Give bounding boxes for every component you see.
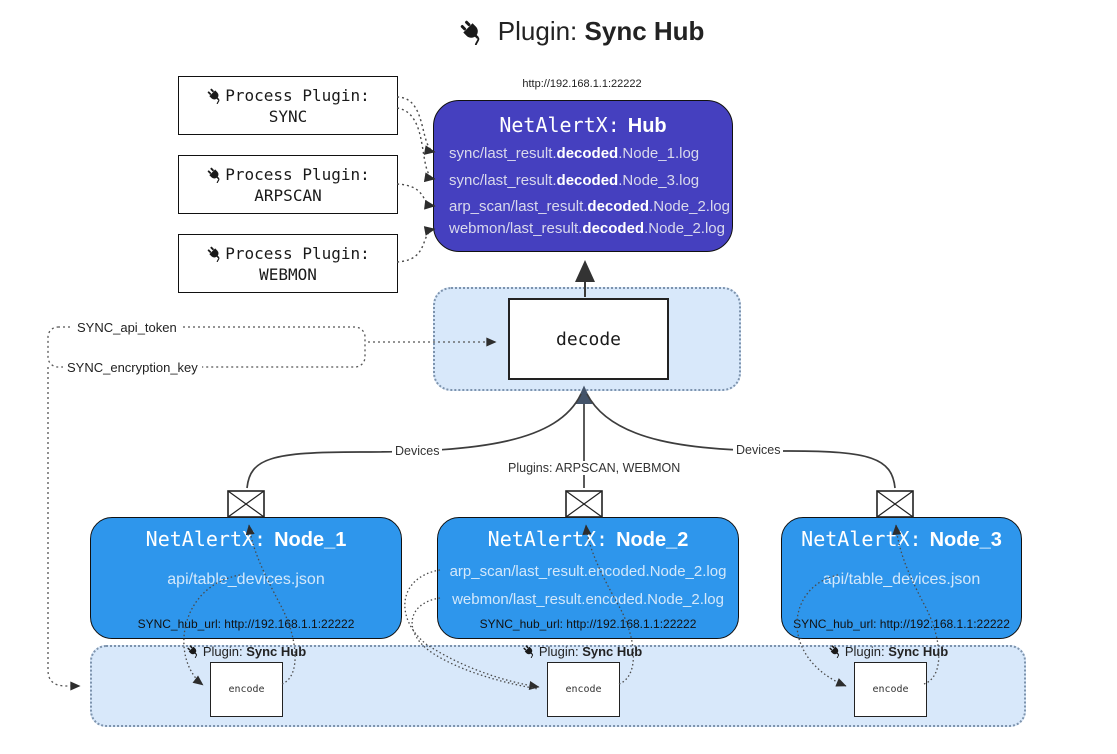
node-hub-url: SYNC_hub_url: http://192.168.1.1:22222: [793, 617, 1010, 631]
hub-log-line: sync/last_result.decoded.Node_3.log: [449, 172, 700, 189]
plug-icon: [460, 20, 479, 46]
encode-box: encode: [210, 662, 283, 717]
process-plugin-name: ARPSCAN: [254, 185, 322, 205]
node-hub-url: SYNC_hub_url: http://192.168.1.1:22222: [137, 617, 355, 631]
hub-log-line: arp_scan/last_result.decoded.Node_2.log: [449, 198, 730, 215]
plug-icon: [829, 645, 839, 659]
encode-plugin-label: Plugin: Sync Hub: [808, 644, 968, 659]
node-file-line: api/table_devices.json: [167, 571, 325, 588]
process-plugin-label: Process Plugin:: [225, 243, 370, 263]
encode-box: encode: [854, 662, 927, 717]
node-hub-url: SYNC_hub_url: http://192.168.1.1:22222: [479, 617, 697, 631]
plug-icon: [523, 645, 533, 659]
plug-icon: [207, 246, 220, 262]
node-2: NetAlertX:Node_2 arp_scan/last_result.en…: [437, 517, 739, 639]
process-plugin-sync: Process Plugin: SYNC: [178, 76, 398, 135]
node-title: NetAlertX:Node_3: [801, 527, 1002, 551]
node-1: NetAlertX:Node_1 api/table_devices.json …: [90, 517, 402, 639]
title-name: Sync Hub: [584, 16, 705, 46]
envelope-icon: [227, 490, 265, 518]
hub-title: NetAlertX: Hub: [434, 113, 732, 138]
decode-box: decode: [508, 298, 669, 380]
sync-encryption-key-label: SYNC_encryption_key: [63, 359, 202, 376]
process-plugin-name: SYNC: [268, 106, 308, 126]
page-title: Plugin: Sync Hub: [331, 16, 831, 47]
encode-box: encode: [547, 662, 620, 717]
edge-label-devices-left: Devices: [392, 444, 443, 458]
hub-title-prefix: NetAlertX:: [499, 113, 620, 137]
node-file-line: arp_scan/last_result.encoded.Node_2.log: [449, 563, 727, 580]
hub-title-name: Hub: [627, 115, 667, 137]
plug-icon: [207, 88, 220, 104]
hub-log-line: webmon/last_result.decoded.Node_2.log: [449, 220, 725, 237]
process-plugin-label: Process Plugin:: [225, 164, 370, 184]
plug-icon: [207, 167, 220, 183]
process-plugin-label: Process Plugin:: [225, 85, 370, 105]
encode-plugin-label: Plugin: Sync Hub: [166, 644, 326, 659]
node-title: NetAlertX:Node_2: [487, 527, 689, 551]
node-title: NetAlertX:Node_1: [145, 527, 347, 551]
envelope-icon: [565, 490, 603, 518]
process-plugin-name: WEBMON: [259, 264, 317, 284]
edge-label-plugins-center: Plugins: ARPSCAN, WEBMON: [505, 461, 684, 475]
envelope-icon: [876, 490, 914, 518]
title-prefix: Plugin:: [497, 16, 578, 46]
hub-log-line: sync/last_result.decoded.Node_1.log: [449, 145, 700, 162]
node-3: NetAlertX:Node_3 api/table_devices.json …: [781, 517, 1022, 639]
hub-node: NetAlertX: Hub sync/last_result.decoded.N…: [433, 100, 733, 252]
process-plugin-webmon: Process Plugin: WEBMON: [178, 234, 398, 293]
encode-plugin-label: Plugin: Sync Hub: [502, 644, 662, 659]
sync-api-token-label: SYNC_api_token: [73, 319, 181, 336]
node-file-line: api/table_devices.json: [822, 571, 981, 588]
edge-label-devices-right: Devices: [733, 443, 784, 457]
hub-url: http://192.168.1.1:22222: [522, 78, 642, 90]
node-file-line: webmon/last_result.encoded.Node_2.log: [452, 591, 724, 608]
process-plugin-arpscan: Process Plugin: ARPSCAN: [178, 155, 398, 214]
plug-icon: [187, 645, 197, 659]
